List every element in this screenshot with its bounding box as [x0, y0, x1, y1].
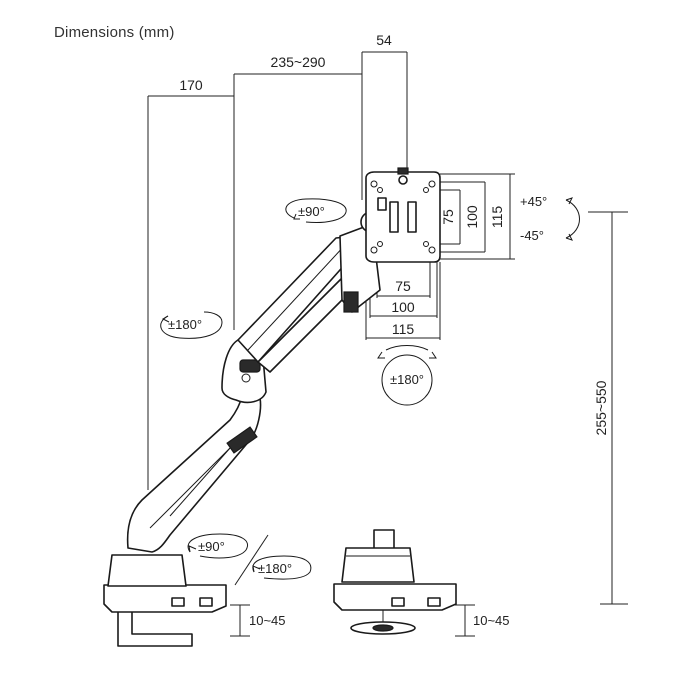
- rotate-arrow-icon: [252, 555, 312, 580]
- dim-vesa-small-h: 75: [440, 209, 456, 225]
- rotate-arrow-icon: [285, 198, 347, 223]
- rotate-arrow-icon: [187, 533, 248, 559]
- dim-pole-offset: 170: [179, 77, 203, 93]
- rotation-head-swivel: ±90°: [298, 204, 325, 219]
- rotation-arm-swivel: ±180°: [168, 317, 202, 332]
- rotation-screen: ±180°: [390, 372, 424, 387]
- rotation-base-180: ±180°: [258, 561, 292, 576]
- rotate-circle-icon: [377, 345, 437, 406]
- dimension-lines: [147, 51, 628, 637]
- dimensions-title: Dimensions (mm): [54, 24, 175, 41]
- clamp-front-view: [333, 529, 457, 635]
- dim-clamp-right: 10~45: [473, 613, 510, 628]
- dim-vesa-large-w: 115: [392, 321, 415, 337]
- dim-vesa-small-w: 75: [395, 278, 411, 294]
- tilt-arrow-icon: [565, 197, 580, 241]
- dim-height-range: 255~550: [593, 380, 609, 435]
- dim-top-depth: 54: [376, 32, 392, 48]
- rotation-labels: ±90° +45° -45° ±180° ±180° ±90°: [160, 194, 580, 580]
- dim-vesa-mid-w: 100: [391, 299, 415, 315]
- dim-vesa-large-h: 115: [489, 206, 505, 229]
- rotation-tilt-up: +45°: [520, 194, 547, 209]
- rotate-arrow-icon: [160, 311, 223, 339]
- dim-vesa-mid-h: 100: [464, 205, 480, 229]
- rotation-tilt-down: -45°: [520, 228, 544, 243]
- dim-arm-reach: 235~290: [271, 54, 326, 70]
- dim-clamp-left: 10~45: [249, 613, 286, 628]
- monitor-arm-side-view: [103, 167, 441, 647]
- dimension-labels: 54 235~290 170 75 100 115 75 100 115 255…: [179, 32, 609, 628]
- rotation-base-90: ±90°: [198, 539, 225, 554]
